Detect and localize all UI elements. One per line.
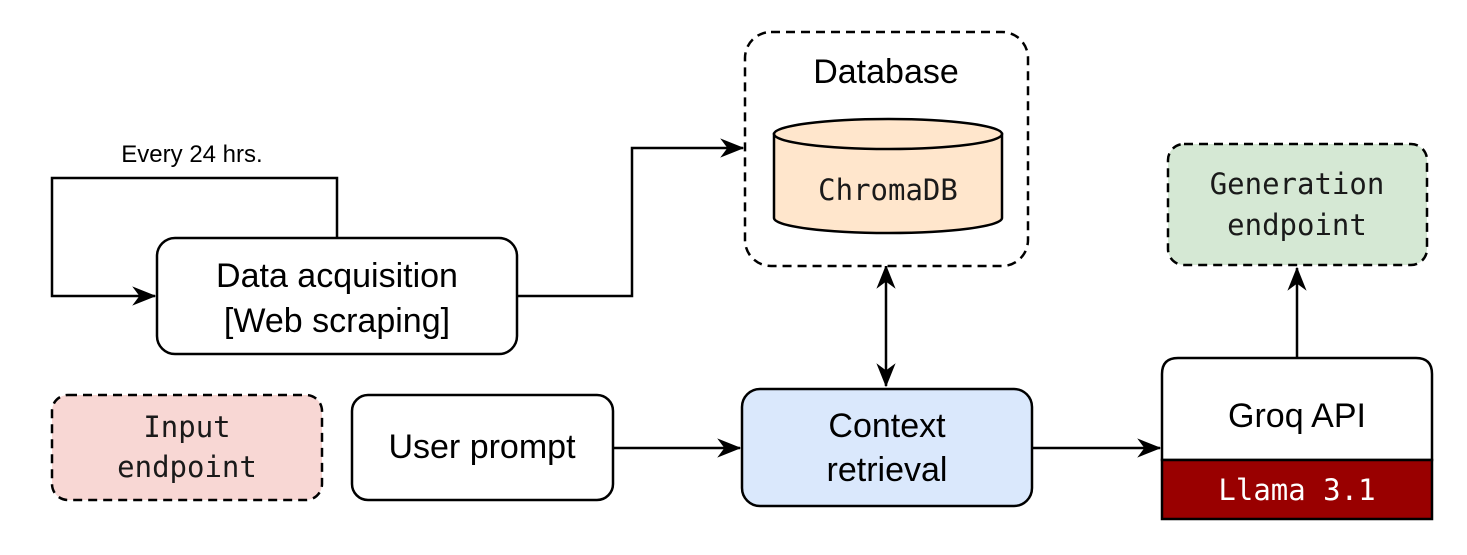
context-retrieval-node: Context retrieval (740, 387, 1034, 508)
loop-edge-every-24h (50, 176, 339, 306)
database-group: Database ChromaDB (743, 30, 1030, 268)
llama-model-label: Llama 3.1 (1218, 473, 1375, 507)
llama-model-band (1160, 458, 1434, 521)
web-scraping-label: [Web scraping] (224, 302, 450, 340)
groq-api-node: Groq API Llama 3.1 (1160, 356, 1434, 521)
context-retrieval-line1: Context (828, 407, 946, 445)
input-endpoint-line2: endpoint (117, 450, 257, 484)
acquisition-to-database-edge (518, 138, 745, 298)
context-retrieval-line2: retrieval (827, 451, 948, 489)
input-endpoint-node: Input endpoint (50, 393, 324, 502)
loop-edge-label: Every 24 hrs. (121, 141, 262, 168)
database-title: Database (813, 53, 959, 91)
data-acquisition-node: Data acquisition [Web scraping] (155, 236, 519, 356)
generation-endpoint-line2: endpoint (1227, 208, 1367, 242)
chromadb-cylinder: ChromaDB (772, 117, 1004, 235)
data-acquisition-label: Data acquisition (216, 257, 458, 295)
user-prompt-label: User prompt (388, 428, 576, 466)
input-endpoint-line1: Input (143, 410, 230, 444)
user-prompt-node: User prompt (350, 393, 615, 502)
chromadb-label: ChromaDB (818, 173, 958, 207)
generation-endpoint-node: Generation endpoint (1166, 142, 1429, 267)
generation-endpoint-line1: Generation (1210, 167, 1385, 201)
groq-api-label: Groq API (1228, 397, 1366, 435)
